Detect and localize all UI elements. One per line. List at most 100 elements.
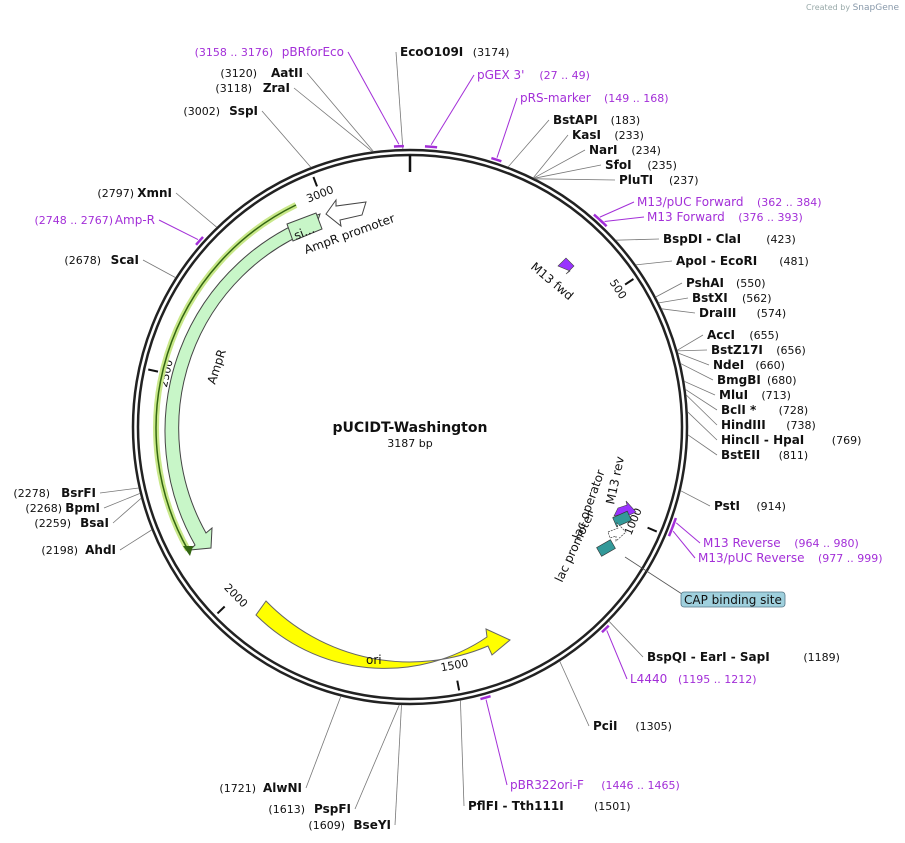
enzyme-site-aatii[interactable]: AatII(3120) xyxy=(220,66,374,152)
enzyme-position: (2678) xyxy=(64,254,101,267)
enzyme-site-zrai[interactable]: ZraI(3118) xyxy=(215,81,373,152)
enzyme-name: EcoO109I xyxy=(400,45,463,59)
enzyme-leader xyxy=(103,492,141,509)
lac-promoter-arrow[interactable] xyxy=(607,521,627,542)
enzyme-name: BseYI xyxy=(353,818,391,832)
backbone-outer xyxy=(131,148,689,706)
enzyme-site-acci[interactable]: AccI(655) xyxy=(677,328,779,351)
primer-name: pRS-marker xyxy=(520,91,591,105)
enzyme-name: PluTI xyxy=(619,173,653,187)
enzyme-site-draiii[interactable]: DraIII(574) xyxy=(661,306,787,320)
cap-site-box[interactable] xyxy=(596,539,616,557)
enzyme-position: (738) xyxy=(786,419,816,432)
signal-box[interactable] xyxy=(286,212,323,242)
enzyme-leader xyxy=(507,119,550,168)
primer-arc xyxy=(601,624,610,634)
enzyme-site-bcli-[interactable]: BclI * (728) xyxy=(685,389,808,417)
primer-leader xyxy=(485,699,508,786)
enzyme-position: (655) xyxy=(749,329,779,342)
ampr-arrow[interactable] xyxy=(164,213,321,551)
enzyme-site-bspqi-eari-sapi[interactable]: BspQI - EarI - SapI(1189) xyxy=(608,620,840,664)
enzyme-site-bsteii[interactable]: BstEII(811) xyxy=(687,434,808,462)
enzyme-leader xyxy=(685,389,718,411)
enzyme-site-xmni[interactable]: XmnI(2797) xyxy=(97,186,217,228)
enzyme-position: (769) xyxy=(832,434,862,447)
enzyme-site-ecoo109i[interactable]: EcoO109I(3174) xyxy=(395,45,509,150)
annotation-group: EcoO109I(3174)AatII(3120)ZraI(3118)SspI(… xyxy=(13,45,882,832)
primer-leader xyxy=(675,522,701,544)
enzyme-name: ScaI xyxy=(111,253,139,267)
enzyme-site-sfoi[interactable]: SfoI(235) xyxy=(534,158,677,179)
tick-label-3000: 3000 xyxy=(305,183,336,205)
enzyme-leader xyxy=(460,700,465,807)
enzyme-leader xyxy=(293,87,373,152)
enzyme-name: PspFI xyxy=(314,802,351,816)
enzyme-leader xyxy=(680,490,711,507)
enzyme-site-bsrfi[interactable]: BsrFI(2278) xyxy=(13,486,139,500)
primer-pbrforeco[interactable]: pBRforEco(3158 .. 3176) xyxy=(195,45,404,148)
enzyme-site-psti[interactable]: PstI(914) xyxy=(680,490,786,513)
enzyme-site-bseyi[interactable]: BseYI(1609) xyxy=(308,704,402,832)
primer-m13-forward[interactable]: M13 Forward(376 .. 393) xyxy=(598,210,803,228)
enzyme-leader xyxy=(684,380,716,396)
enzyme-position: (234) xyxy=(631,144,661,157)
enzyme-site-kasi[interactable]: KasI(233) xyxy=(532,128,644,179)
enzyme-site-bpmi[interactable]: BpmI(2268) xyxy=(25,492,141,515)
enzyme-site-scai[interactable]: ScaI (2678) xyxy=(64,253,176,278)
primer-m13-reverse[interactable]: M13 Reverse (964 .. 980) xyxy=(671,517,859,550)
cap-site-label-box[interactable] xyxy=(680,591,786,608)
primer-amp-r[interactable]: Amp-R(2748 .. 2767) xyxy=(34,213,204,246)
ori-arrow[interactable] xyxy=(255,600,511,669)
primer-pbr322ori-f[interactable]: pBR322ori-F(1446 .. 1465) xyxy=(480,695,680,792)
enzyme-name: BpmI xyxy=(65,501,100,515)
enzyme-site-bsai[interactable]: BsaI(2259) xyxy=(34,497,142,530)
enzyme-site-bmgbi[interactable]: BmgBI(680) xyxy=(680,363,797,387)
primer-m13-puc-forward[interactable]: M13/pUC Forward(362 .. 384) xyxy=(593,195,822,224)
enzyme-site-pcii[interactable]: PciI(1305) xyxy=(559,661,672,733)
enzyme-position: (660) xyxy=(755,359,785,372)
enzyme-site-nari[interactable]: NarI(234) xyxy=(533,143,661,179)
m13-fwd-arrow[interactable] xyxy=(557,257,575,275)
enzyme-site-hindiii[interactable]: HindIII(738) xyxy=(685,394,816,432)
enzyme-site-ndei[interactable]: NdeI(660) xyxy=(677,352,785,372)
enzyme-site-bspdi-clai[interactable]: BspDI - ClaI(423) xyxy=(615,232,796,246)
enzyme-leader xyxy=(661,308,696,314)
enzyme-site-pshai[interactable]: PshAI(550) xyxy=(655,276,766,298)
enzyme-leader xyxy=(99,487,139,494)
enzyme-site-bstz17i[interactable]: BstZ17I(656) xyxy=(677,343,806,357)
enzyme-site-apoi-ecori[interactable]: ApoI - EcoRI(481) xyxy=(635,254,809,268)
enzyme-name: XmnI xyxy=(137,186,172,200)
primer-range: (964 .. 980) xyxy=(794,537,859,550)
enzyme-position: (728) xyxy=(779,404,809,417)
enzyme-site-sspi[interactable]: SspI(3002) xyxy=(183,104,312,168)
enzyme-name: AhdI xyxy=(85,543,116,557)
ampr-line-head xyxy=(183,546,193,556)
enzyme-site-pluti[interactable]: PluTI(237) xyxy=(535,173,699,187)
ori-label: ori xyxy=(366,653,382,667)
enzyme-name: BclI * xyxy=(721,403,757,417)
primer-prs-marker[interactable]: pRS-marker(149 .. 168) xyxy=(491,91,669,163)
primer-range: (27 .. 49) xyxy=(539,69,590,82)
enzyme-site-bstxi[interactable]: BstXI(562) xyxy=(658,291,772,305)
primer-pgex-3-[interactable]: pGEX 3'(27 .. 49) xyxy=(424,68,590,149)
primer-m13-puc-reverse[interactable]: M13/pUC Reverse(977 .. 999) xyxy=(667,524,883,565)
enzyme-leader xyxy=(532,134,569,179)
primer-range: (1446 .. 1465) xyxy=(601,779,680,792)
enzyme-site-mlui[interactable]: MluI(713) xyxy=(684,380,791,402)
enzyme-site-alwni[interactable]: AlwNI(1721) xyxy=(219,696,342,795)
primer-name: M13 Reverse xyxy=(703,536,781,550)
primer-l4440[interactable]: L4440(1195 .. 1212) xyxy=(601,624,757,686)
ampr-promoter-arrow[interactable] xyxy=(325,198,367,228)
enzyme-site-ahdi[interactable]: AhdI(2198) xyxy=(41,529,152,557)
enzyme-leader xyxy=(680,363,714,381)
m13-rev-arrow[interactable] xyxy=(613,500,637,519)
enzyme-position: (2259) xyxy=(34,517,71,530)
enzyme-leader xyxy=(615,238,660,241)
enzyme-site-pspfi[interactable]: PspFI(1613) xyxy=(268,704,400,816)
enzyme-site-hincii-hpai[interactable]: HincII - HpaI(769) xyxy=(687,411,862,447)
enzyme-leader xyxy=(655,282,683,298)
enzyme-site-bstapi[interactable]: BstAPI(183) xyxy=(507,113,640,168)
m13-rev-label: M13 rev xyxy=(603,455,627,505)
enzyme-site-pflfi-tth111i[interactable]: PflFI - Tth111I(1501) xyxy=(460,700,631,813)
enzyme-name: ZraI xyxy=(263,81,290,95)
